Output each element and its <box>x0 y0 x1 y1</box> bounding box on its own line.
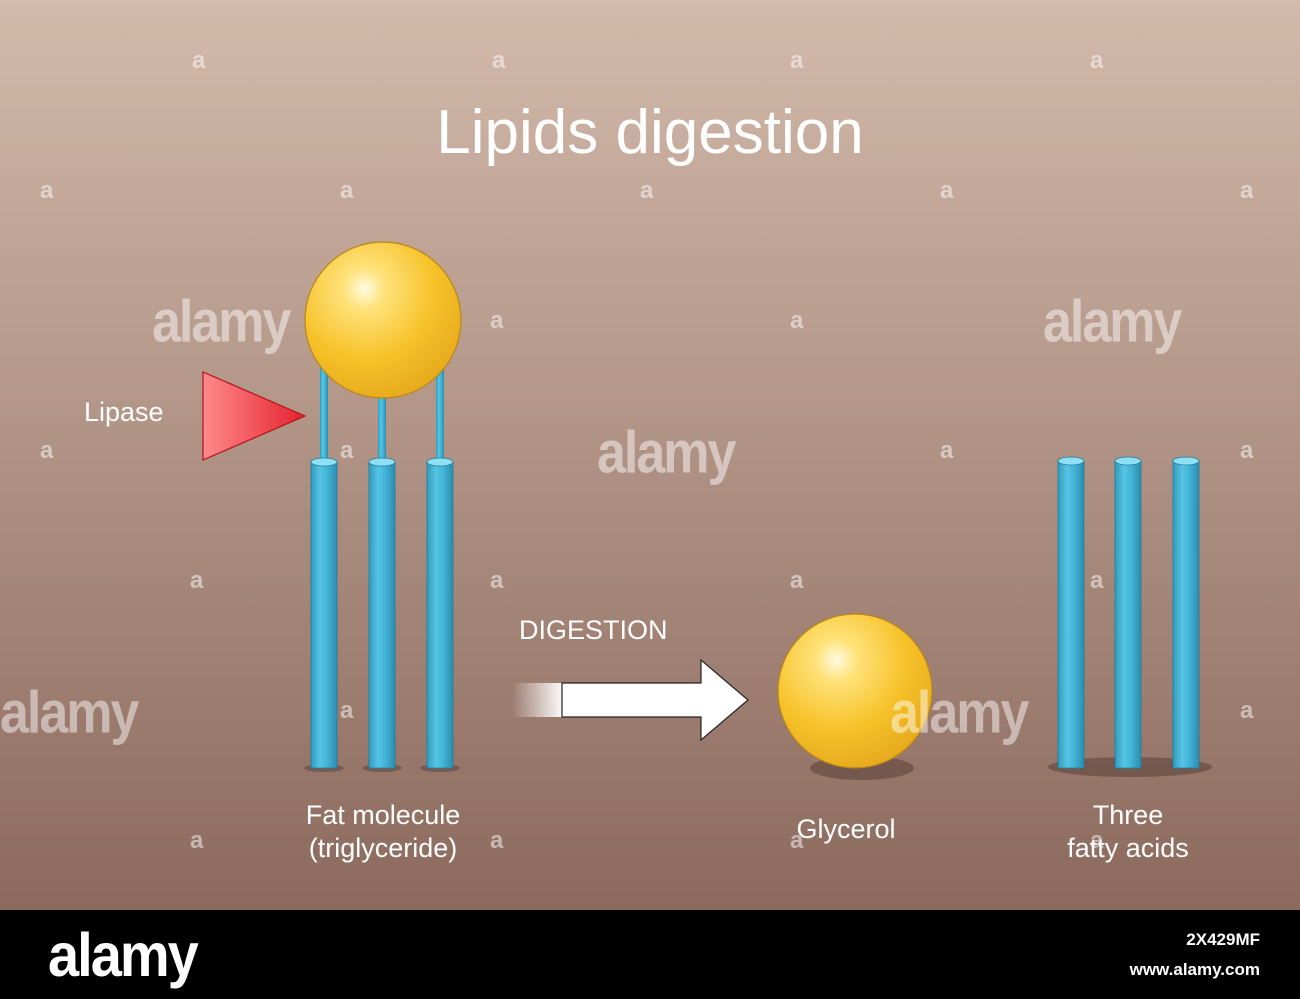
watermark-letter: a <box>790 567 801 595</box>
lipase-label: Lipase <box>84 397 164 428</box>
diagram-title: Lipids digestion <box>0 96 1300 170</box>
watermark-letter: a <box>1090 47 1101 75</box>
watermark-letter: a <box>40 177 51 205</box>
fatty-acid-cylinder-icon <box>1058 461 1084 768</box>
watermark: alamy <box>1043 288 1180 357</box>
watermark-letter: a <box>490 307 501 335</box>
chain-top <box>1058 457 1084 465</box>
watermark: alamy <box>152 288 289 357</box>
watermark-letter: a <box>340 697 351 725</box>
watermark-letter: a <box>1240 177 1251 205</box>
glycerol-caption: Glycerol <box>746 813 946 846</box>
fatty-acids-caption-line: fatty acids <box>1018 832 1238 865</box>
arrow-fade-tail <box>512 683 564 717</box>
source-url: www.alamy.com <box>1130 960 1260 980</box>
watermark-letter: a <box>940 177 951 205</box>
watermark-letter: a <box>40 437 51 465</box>
watermark-letter: a <box>492 47 503 75</box>
fat-caption-line: (triglyceride) <box>233 832 533 865</box>
chain-top <box>427 458 453 466</box>
watermark-letter: a <box>190 827 201 855</box>
watermark-letter: a <box>790 47 801 75</box>
stock-footer: alamy 2X429MF www.alamy.com <box>0 910 1300 999</box>
fatty-acid-cylinder-icon <box>1173 461 1199 768</box>
chain-top <box>311 458 337 466</box>
watermark-letter: a <box>1240 697 1251 725</box>
chain-top <box>369 458 395 466</box>
fatty-acid-chain <box>427 462 453 768</box>
watermark: alamy <box>0 679 137 748</box>
watermark-letter: a <box>340 177 351 205</box>
fatty-acid-cylinder-icon <box>1115 461 1141 768</box>
watermark: alamy <box>890 679 1027 748</box>
image-id: 2X429MF <box>1186 930 1260 950</box>
diagram-canvas: alamy alamy alamy alamy alamy a a a a a … <box>0 0 1300 910</box>
free-fatty-acids <box>1048 457 1212 777</box>
fat-molecule-caption: Fat molecule (triglyceride) <box>233 799 533 865</box>
watermark-letter: a <box>340 437 351 465</box>
fatty-acids-caption: Three fatty acids <box>1018 799 1238 865</box>
digestion-label: DIGESTION <box>519 615 668 646</box>
triglyceride-glycerol-sphere <box>305 242 461 398</box>
chain-top <box>1173 457 1199 465</box>
watermark-letter: a <box>192 47 203 75</box>
fatty-acids-caption-line: Three <box>1018 799 1238 832</box>
fat-caption-line: Fat molecule <box>233 799 533 832</box>
watermark: alamy <box>597 419 734 488</box>
watermark-letter: a <box>1090 567 1101 595</box>
fatty-acid-chain <box>311 462 337 768</box>
triglyceride-fatty-acids <box>304 458 460 772</box>
watermark-letter: a <box>490 567 501 595</box>
alamy-logo: alamy <box>48 919 197 991</box>
watermark-letter: a <box>790 307 801 335</box>
watermark-letter: a <box>190 567 201 595</box>
fatty-acid-chain <box>369 462 395 768</box>
watermark-letter: a <box>940 437 951 465</box>
chain-top <box>1115 457 1141 465</box>
watermark-letter: a <box>1240 437 1251 465</box>
watermark-letter: a <box>640 177 651 205</box>
